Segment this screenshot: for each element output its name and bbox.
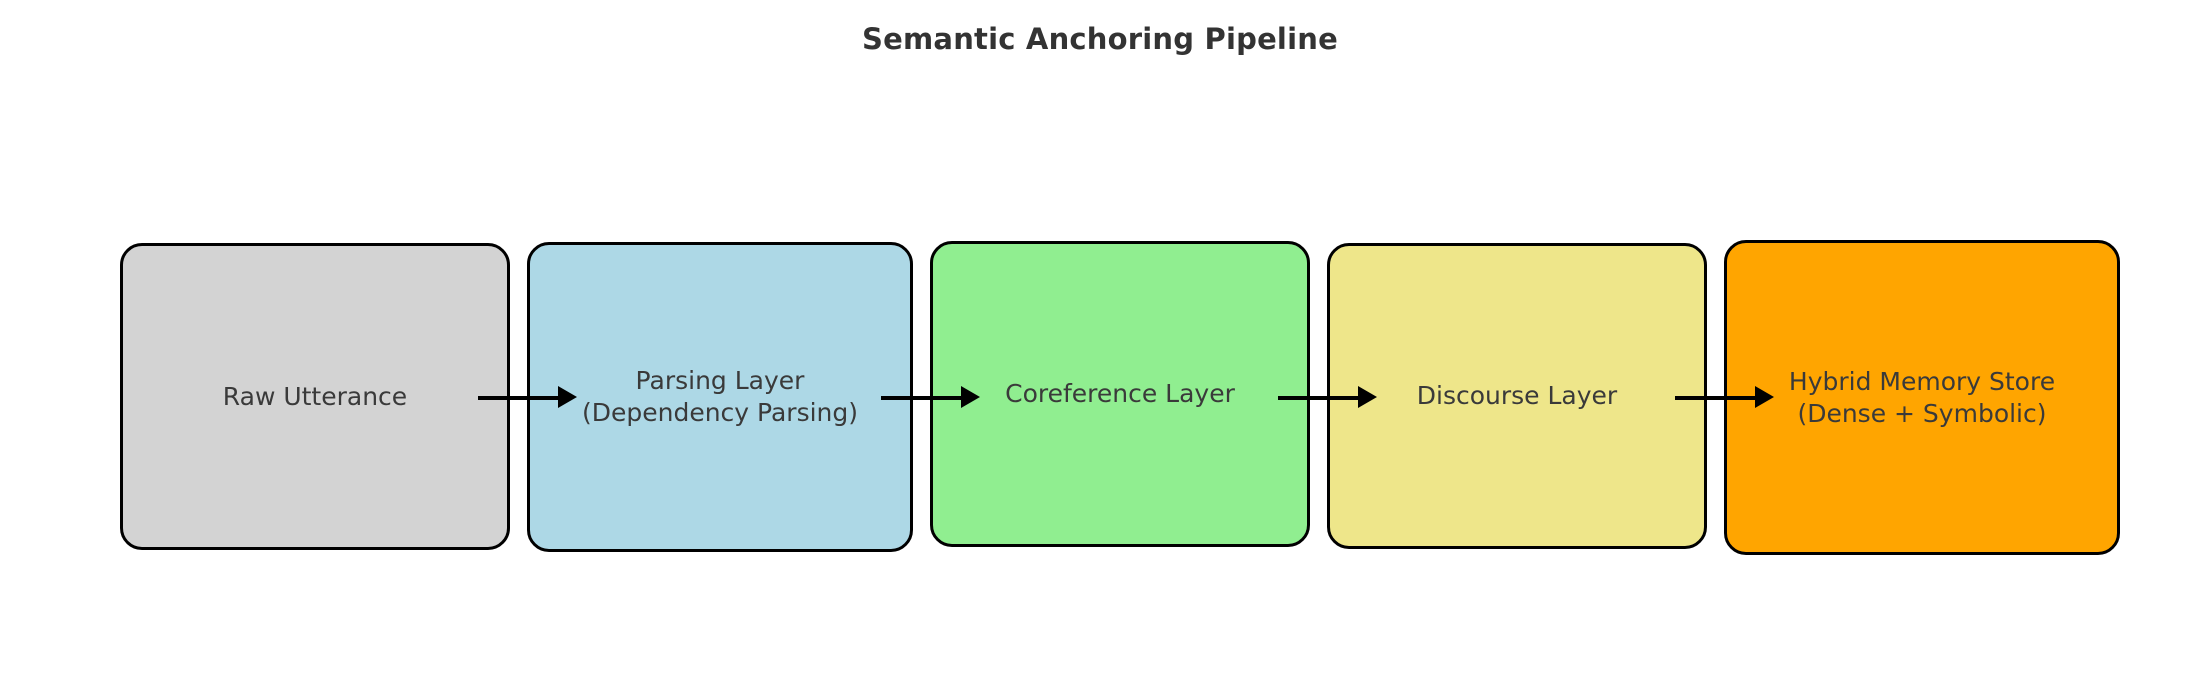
page-title: Semantic Anchoring Pipeline (862, 22, 1338, 56)
arrowhead-icon-raw-utterance-to-parsing-layer (558, 386, 577, 408)
stage-label-raw-utterance: Raw Utterance (222, 381, 408, 411)
arrowhead-icon-coreference-layer-to-discourse-layer (1358, 386, 1377, 408)
arrowhead-icon-parsing-layer-to-coreference-layer (961, 386, 980, 408)
stage-box-hybrid-memory-store[interactable]: Hybrid Memory Store (Dense + Symbolic) (1724, 240, 2120, 555)
stage-label-hybrid-memory-store: Hybrid Memory Store (Dense + Symbolic) (1788, 366, 2056, 428)
connector-line-raw-utterance-to-parsing-layer (478, 396, 560, 400)
stage-box-discourse-layer[interactable]: Discourse Layer (1327, 243, 1707, 549)
connector-line-discourse-layer-to-hybrid-memory-store (1675, 396, 1757, 400)
stage-label-discourse-layer: Discourse Layer (1416, 381, 1618, 410)
stage-box-parsing-layer[interactable]: Parsing Layer (Dependency Parsing) (527, 242, 913, 552)
stage-box-raw-utterance[interactable]: Raw Utterance (120, 243, 510, 550)
stage-label-parsing-layer: Parsing Layer (Dependency Parsing) (581, 366, 859, 427)
connector-line-coreference-layer-to-discourse-layer (1278, 396, 1360, 400)
stage-label-coreference-layer: Coreference Layer (1005, 379, 1235, 408)
arrowhead-icon-discourse-layer-to-hybrid-memory-store (1755, 386, 1774, 408)
stage-box-coreference-layer[interactable]: Coreference Layer (930, 241, 1310, 547)
connector-line-parsing-layer-to-coreference-layer (881, 396, 963, 400)
